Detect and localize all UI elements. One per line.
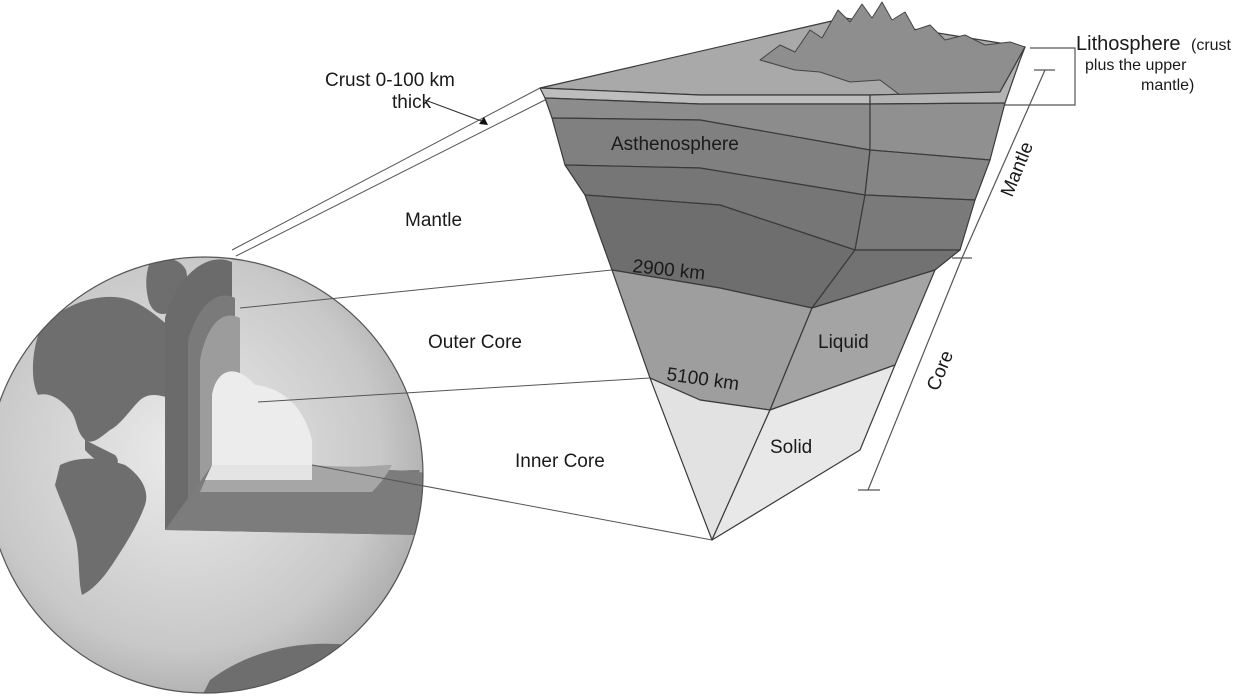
block-right-mantle-lower	[854, 194, 976, 251]
globe-outline	[0, 256, 424, 694]
scale-brackets	[858, 47, 1076, 491]
core-scale-line	[867, 257, 963, 491]
label-asthenosphere: Asthenosphere	[611, 134, 739, 155]
cross-section-block	[539, 1, 1026, 541]
crust-pointer-line	[424, 99, 485, 123]
connector-crust-top	[231, 87, 541, 251]
label-mantle-left: Mantle	[405, 210, 462, 231]
label-crust-line2: thick	[392, 92, 432, 113]
label-lithosphere: Lithosphere	[1076, 33, 1181, 55]
globe-inner-core	[212, 371, 312, 465]
globe-wedge-bottom-inner	[205, 465, 312, 480]
connector-outer-core	[257, 377, 651, 403]
label-crust-line1: Crust 0-100 km	[325, 70, 455, 91]
lithosphere-bracket	[1005, 47, 1076, 106]
label-solid: Solid	[770, 437, 812, 458]
connector-mantle	[239, 269, 613, 309]
label-inner-core: Inner Core	[515, 451, 605, 472]
label-mantle-side: Mantle	[997, 139, 1038, 200]
label-liquid: Liquid	[818, 332, 869, 353]
connector-crust-bottom	[235, 99, 546, 257]
connector-lines	[231, 87, 713, 541]
labels: Crust 0-100 km thick Lithosphere (crust …	[325, 33, 1232, 472]
continents	[32, 258, 423, 693]
continent-north-america	[32, 296, 176, 442]
crust-pointer-arrowhead	[479, 117, 488, 125]
block-mountains	[759, 1, 1026, 96]
label-core-side: Core	[923, 348, 958, 394]
label-lithosphere-paren2: plus the upper	[1085, 57, 1187, 74]
connector-inner-core	[311, 464, 713, 541]
label-outer-core: Outer Core	[428, 332, 522, 353]
block-right-inner-core	[711, 364, 896, 541]
label-lithosphere-paren1: (crust	[1191, 37, 1232, 54]
continent-south-america	[55, 458, 147, 595]
label-lithosphere-paren3: mantle)	[1141, 77, 1194, 94]
earth-globe	[0, 256, 424, 694]
mantle-scale-line	[961, 69, 1046, 259]
